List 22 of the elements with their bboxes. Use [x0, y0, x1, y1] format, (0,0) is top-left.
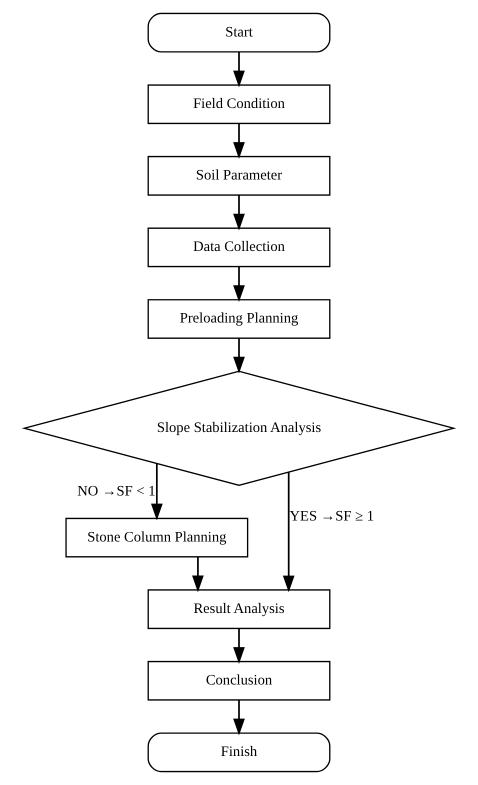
node-box: Soil Parameter	[148, 156, 330, 196]
arrow	[233, 628, 245, 664]
node-box: Result Analysis	[148, 589, 330, 630]
edge-label: NO →SF < 1	[77, 484, 156, 500]
node-box: Stone Column Planning	[65, 518, 248, 558]
node-box: Start	[148, 12, 330, 53]
node-box: Field Condition	[148, 84, 330, 124]
node-box: Conclusion	[148, 660, 330, 701]
arrow	[233, 338, 245, 374]
arrow	[192, 557, 204, 592]
arrow	[233, 266, 245, 302]
edge-label: YES →SF ≥ 1	[290, 508, 374, 524]
arrow	[233, 52, 245, 88]
arrow	[282, 472, 295, 592]
node-diamond: Slope Stabilization Analysis	[22, 370, 456, 486]
node-box: Finish	[148, 732, 330, 772]
arrow	[233, 195, 245, 230]
arrow	[150, 463, 163, 520]
node-box: Preloading Planning	[148, 299, 330, 339]
arrow	[233, 700, 245, 736]
node-box: Data Collection	[148, 228, 330, 268]
arrow	[233, 124, 245, 159]
